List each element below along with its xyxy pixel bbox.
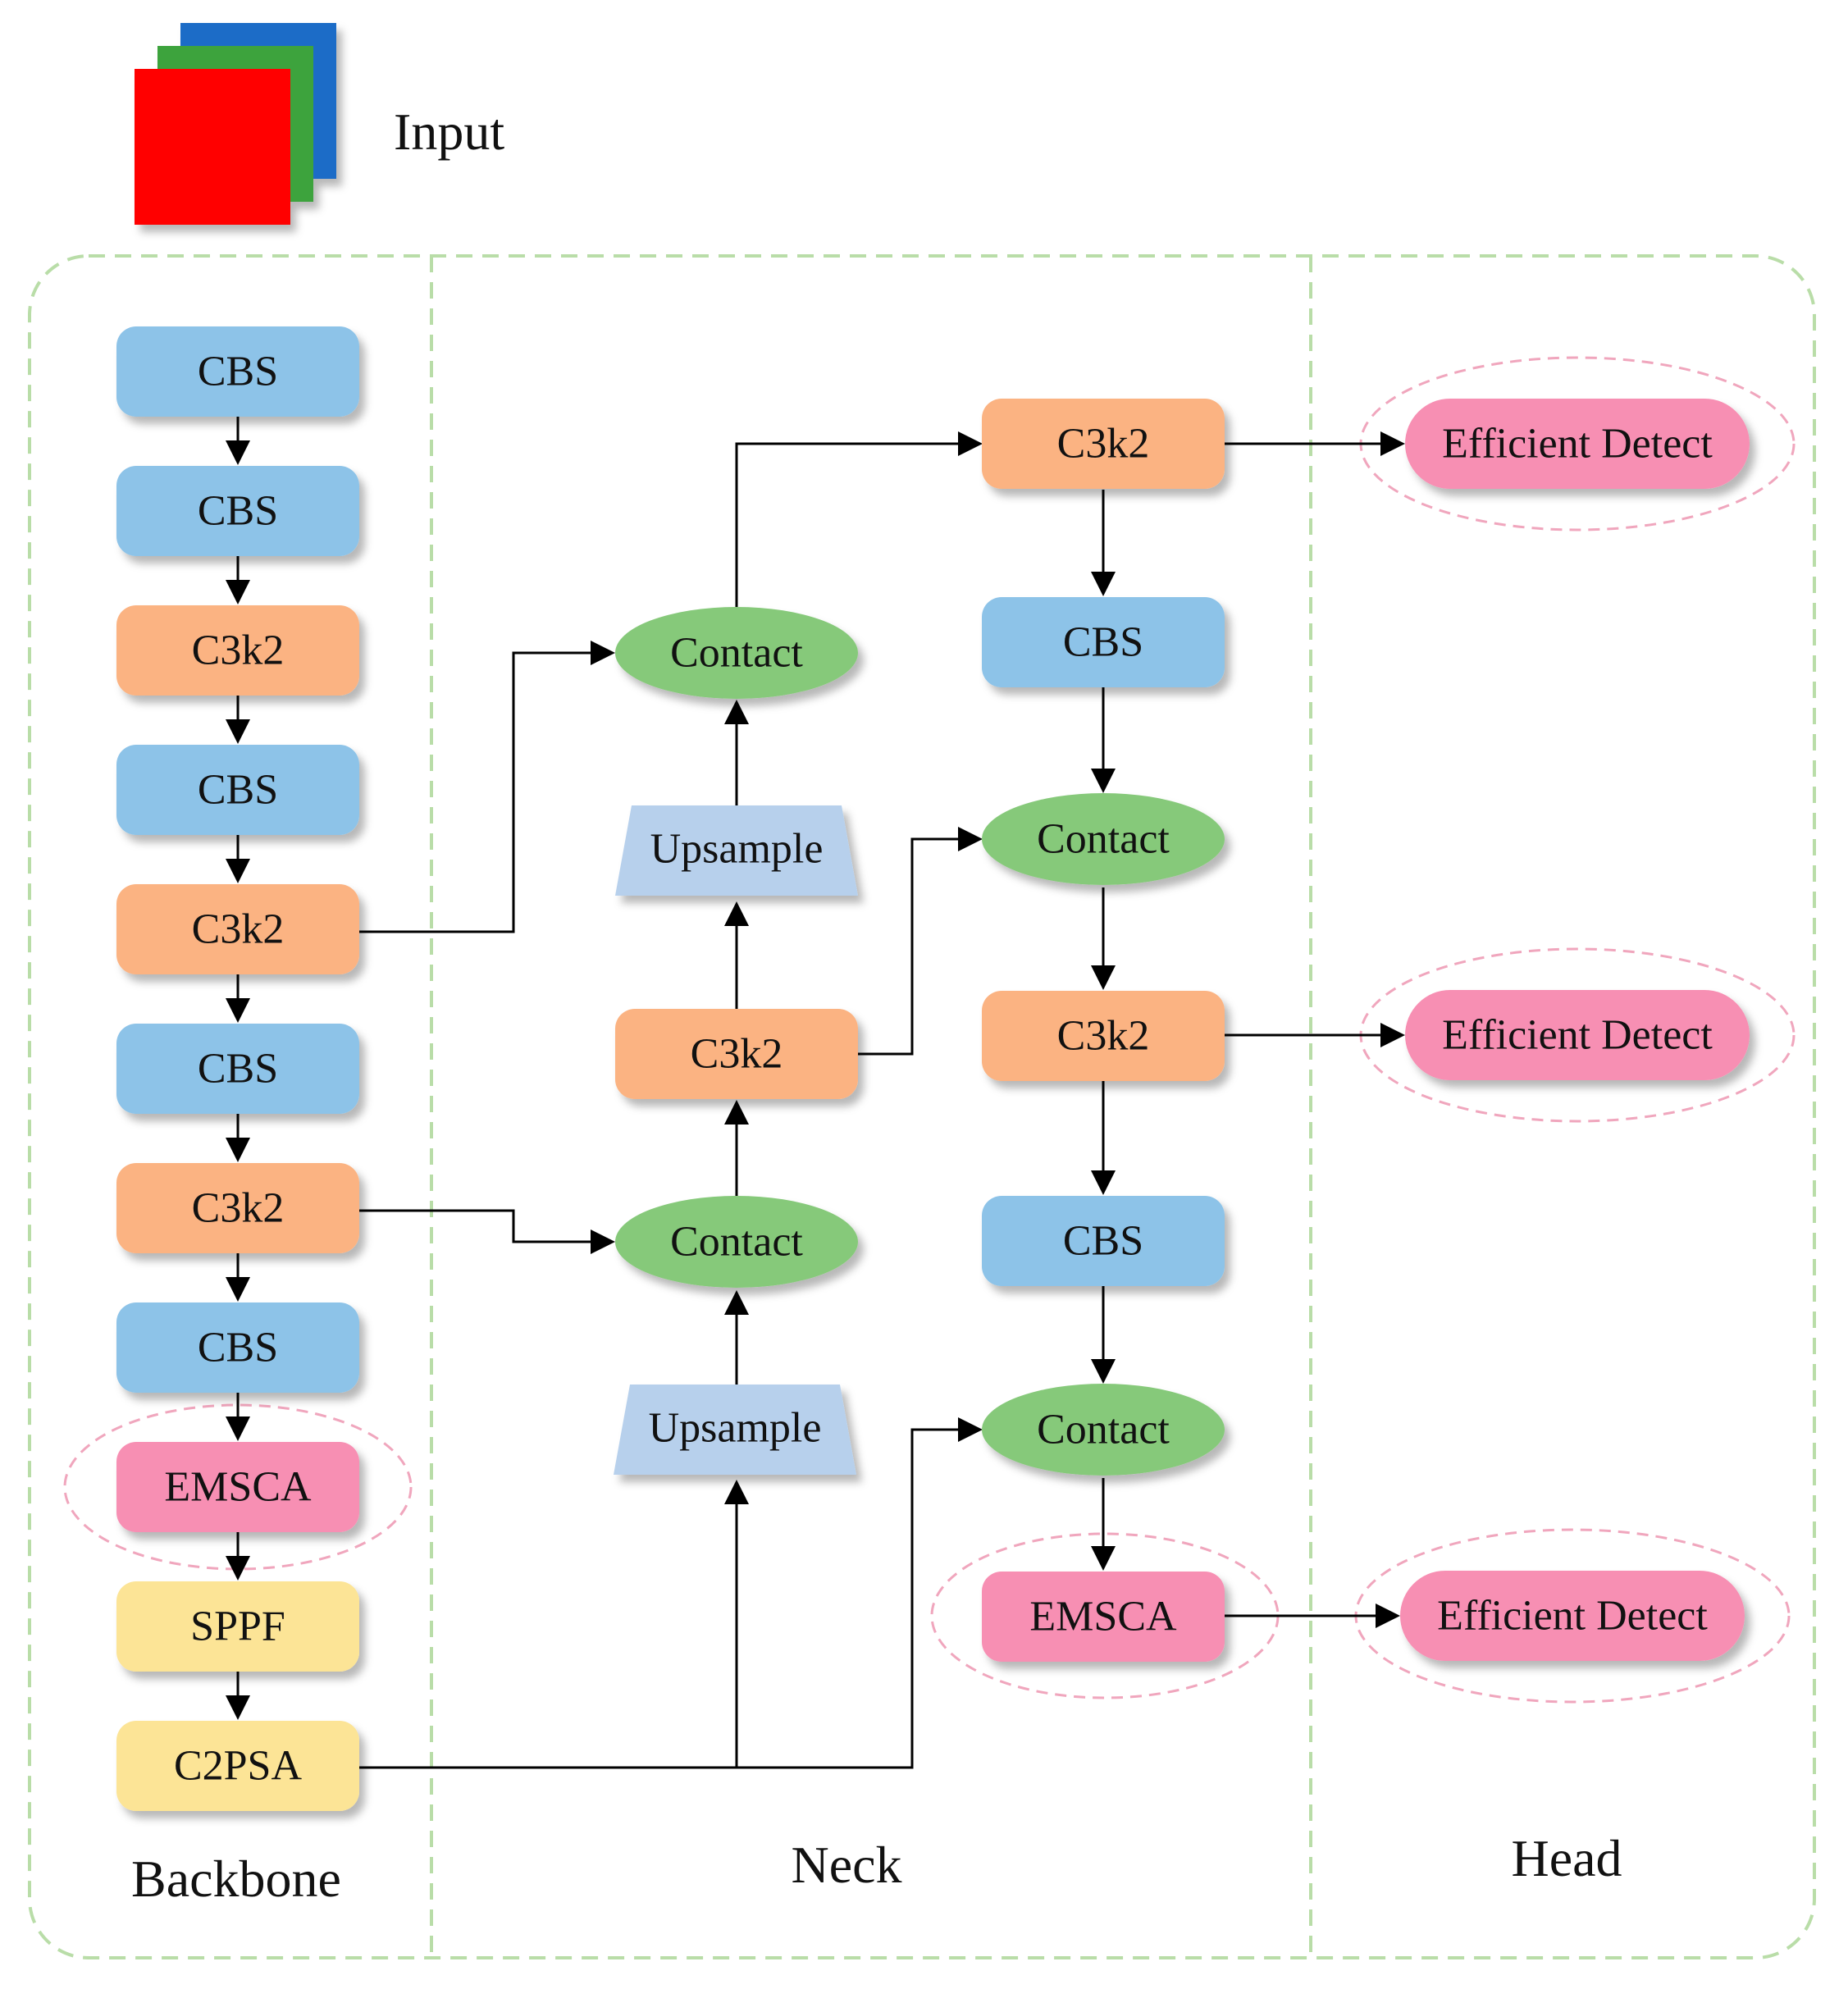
backbone-node-label: CBS xyxy=(198,767,278,814)
backbone-node-cbs-4: CBS xyxy=(116,1024,359,1114)
backbone-node-c3k2-2: C3k2 xyxy=(116,884,359,974)
neck-node-label: Contact xyxy=(1037,1407,1170,1453)
section-label-neck: Neck xyxy=(791,1836,901,1894)
edges xyxy=(226,417,1405,1769)
neck-node-label: Contact xyxy=(670,630,803,677)
backbone-node-emsca: EMSCA xyxy=(116,1442,359,1532)
backbone-node-cbs-3: CBS xyxy=(116,745,359,835)
neck-node-label: Contact xyxy=(670,1219,803,1266)
neck-node-cbs-right-2: CBS xyxy=(982,1196,1225,1286)
backbone-node-label: C3k2 xyxy=(192,627,285,674)
section-label-head: Head xyxy=(1511,1829,1622,1887)
backbone-node-label: EMSCA xyxy=(164,1464,312,1511)
backbone-node-label: SPPF xyxy=(190,1604,285,1650)
neck-node-label: Contact xyxy=(1037,816,1170,863)
backbone-node-c3k2-3: C3k2 xyxy=(116,1163,359,1253)
neck-node-c3k2-mid: C3k2 xyxy=(615,1009,858,1099)
backbone-node-cbs-1: CBS xyxy=(116,326,359,417)
neck-middle-column: Contact Upsample C3k2 Contact Upsample xyxy=(614,607,858,1475)
neck-node-label: EMSCA xyxy=(1029,1594,1177,1640)
neck-node-label: Upsample xyxy=(649,1405,822,1452)
neck-node-c3k2-right-top: C3k2 xyxy=(982,399,1225,489)
neck-node-emsca-right: EMSCA xyxy=(982,1572,1225,1662)
neck-node-label: C3k2 xyxy=(691,1031,783,1078)
backbone-node-cbs-5: CBS xyxy=(116,1302,359,1393)
section-label-backbone: Backbone xyxy=(131,1850,341,1908)
neck-node-upsample-bottom: Upsample xyxy=(614,1385,856,1475)
input-label: Input xyxy=(394,103,504,161)
edge-c2psa-right-contact xyxy=(359,1417,983,1769)
backbone-node-label: C3k2 xyxy=(192,906,285,953)
head-node-label: Efficient Detect xyxy=(1442,421,1713,468)
backbone-node-label: CBS xyxy=(198,349,278,395)
input-layer-red xyxy=(135,69,290,225)
edge-c3k2-mid-contact-right-1 xyxy=(858,827,983,1056)
neck-node-label: Upsample xyxy=(650,826,824,873)
neck-right-column: C3k2 CBS Contact C3k2 CBS Contact EMSCA xyxy=(982,399,1225,1662)
neck-node-contact-top: Contact xyxy=(615,607,858,699)
container-border xyxy=(28,254,1816,1959)
highlight-emsca-backbone xyxy=(63,1403,413,1571)
edge-contact-top-c3k2-right-top xyxy=(735,431,983,607)
backbone-node-c3k2-1: C3k2 xyxy=(116,605,359,696)
neck-node-label: CBS xyxy=(1063,1218,1143,1265)
neck-node-label: C3k2 xyxy=(1057,1013,1150,1060)
backbone-column: CBS CBS C3k2 CBS C3k2 CBS C3k2 CBS xyxy=(116,326,359,1811)
input-stack-icon xyxy=(135,23,336,225)
neck-node-contact-right-1: Contact xyxy=(982,793,1225,885)
neck-node-cbs-right-1: CBS xyxy=(982,597,1225,687)
head-node-detect-1: Efficient Detect xyxy=(1405,399,1750,489)
head-column: Efficient Detect Efficient Detect Effici… xyxy=(1400,399,1750,1661)
edge-b5-contact-top xyxy=(359,641,615,933)
backbone-node-label: CBS xyxy=(198,1325,278,1371)
edge-b7-contact-mid xyxy=(359,1209,615,1254)
neck-node-label: CBS xyxy=(1063,619,1143,666)
neck-node-contact-right-2: Contact xyxy=(982,1384,1225,1476)
head-node-detect-2: Efficient Detect xyxy=(1405,990,1750,1080)
backbone-node-c2psa: C2PSA xyxy=(116,1721,359,1811)
backbone-node-label: CBS xyxy=(198,488,278,535)
backbone-node-label: C2PSA xyxy=(174,1743,303,1790)
head-node-label: Efficient Detect xyxy=(1442,1012,1713,1059)
backbone-node-cbs-2: CBS xyxy=(116,466,359,556)
neck-node-label: C3k2 xyxy=(1057,421,1150,468)
backbone-node-sppf: SPPF xyxy=(116,1581,359,1672)
backbone-node-label: C3k2 xyxy=(192,1185,285,1232)
neck-node-contact-mid: Contact xyxy=(615,1196,858,1288)
head-node-detect-3: Efficient Detect xyxy=(1400,1571,1745,1661)
backbone-node-label: CBS xyxy=(198,1046,278,1093)
head-node-label: Efficient Detect xyxy=(1437,1593,1708,1640)
neck-node-c3k2-right-mid: C3k2 xyxy=(982,991,1225,1081)
neck-node-upsample-top: Upsample xyxy=(615,805,858,896)
